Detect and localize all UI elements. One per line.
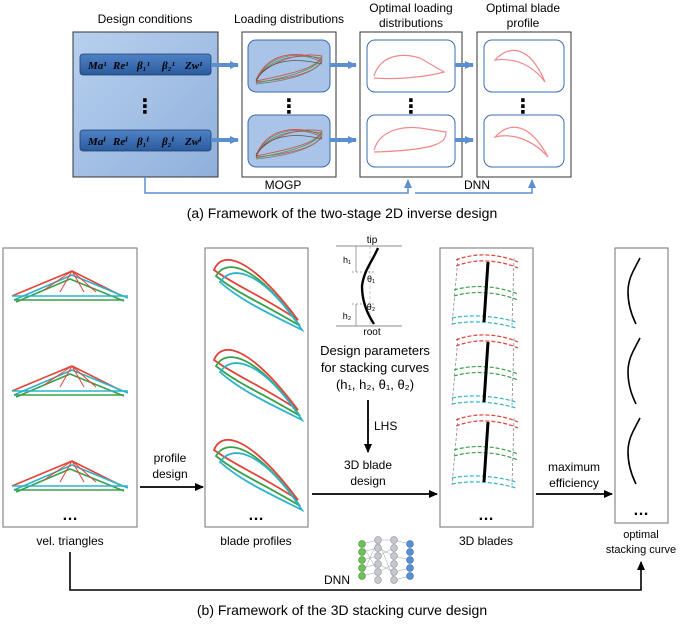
caption-a: (a) Framework of the two-stage 2D invers… [187, 205, 497, 221]
vdots-loading: ⋮ [279, 96, 299, 118]
header-design-conditions: Design conditions [98, 12, 193, 26]
param-zw-1: Zw¹ [184, 60, 202, 72]
param-h2: h₂ [343, 311, 352, 321]
ellipsis-blade-profiles: … [248, 507, 264, 524]
param-root: root [363, 327, 380, 338]
param-beta1-1: β₁¹ [136, 60, 150, 72]
optimal-loading-curve-n [373, 126, 447, 153]
loading-curves-n [255, 129, 323, 160]
max-efficiency-2: efficiency [549, 476, 599, 490]
blades3d-label: 3D blades [459, 534, 513, 548]
param-beta1-n: β₁ⁱ [136, 136, 149, 148]
loading-curves-1 [255, 54, 323, 85]
param-ma-n: Maⁱ [87, 136, 106, 148]
param-row-1: Ma¹ Re¹ β₁¹ β₂¹ Zw¹ [87, 60, 202, 72]
dnn-label-bottom: DNN [324, 573, 350, 587]
top-flow-arrows [211, 61, 474, 144]
optimal-stacking-panel [614, 247, 669, 524]
optimal-blade-plot-1 [483, 39, 565, 93]
optimal-stacking-1: optimal [623, 529, 658, 541]
vel-triangles-label: vel. triangles [36, 534, 103, 548]
mogp-label: MOGP [265, 178, 302, 192]
part-a: Design conditions Loading distributions … [72, 1, 572, 221]
optimal-loading-plot-1 [366, 39, 456, 93]
optimal-stacking-curves [627, 257, 641, 485]
blade-profiles-panel [204, 247, 309, 528]
param-theta1: θ₁ [367, 274, 375, 284]
dnn-label-top: DNN [464, 178, 490, 192]
param-re-1: Re¹ [112, 60, 129, 72]
param-zw-n: Zwⁱ [184, 136, 202, 148]
ellipsis-vel: … [62, 507, 78, 524]
mogp-dnn-lines [144, 177, 536, 194]
blade3d-group [451, 254, 519, 489]
vel-triangle-group [11, 270, 129, 493]
vel-triangles-panel [2, 247, 138, 528]
blade3d-design-2: design [350, 474, 385, 488]
vdots-design: ⋮ [135, 96, 155, 118]
vdots-optimal-blade: ⋮ [513, 96, 533, 118]
caption-b: (b) Framework of the 3D stacking curve d… [197, 602, 487, 618]
design-params-3: (h₁, h₂, θ₁, θ₂) [336, 377, 414, 392]
design-params-1: Design parameters [320, 343, 430, 358]
vdots-optimal-loading: ⋮ [401, 96, 421, 118]
blade-profiles-label: blade profiles [220, 534, 291, 548]
param-h1: h₁ [343, 255, 351, 265]
header-loading-distributions: Loading distributions [234, 12, 344, 26]
optimal-stacking-2: stacking curve [606, 544, 676, 556]
param-row-n: Maⁱ Reⁱ β₁ⁱ β₂ⁱ Zwⁱ [87, 136, 202, 148]
stacking-parameter-sketch [336, 245, 402, 327]
ellipsis-optimal-stacking: … [633, 502, 649, 519]
part-b: … vel. triangles profile design [2, 235, 676, 618]
optimal-blade-curve-1 [493, 49, 546, 83]
param-theta2: θ₂ [367, 302, 376, 312]
param-re-n: Reⁱ [112, 136, 128, 148]
max-efficiency-1: maximum [548, 460, 600, 474]
header-optimal-loading-2: distributions [379, 16, 443, 30]
ellipsis-blades3d: … [478, 507, 494, 524]
optimal-loading-curve-1 [373, 54, 446, 80]
profile-design-1: profile [154, 451, 187, 465]
design-params-2: for stacking curves [321, 360, 430, 375]
param-ma-1: Ma¹ [87, 60, 107, 72]
optimal-blade-plot-n [483, 114, 565, 168]
neural-network-icon [358, 536, 414, 584]
blade-profile-group [212, 258, 305, 513]
param-beta2-1: β₂¹ [161, 60, 175, 72]
optimal-blade-curve-n [493, 126, 549, 158]
param-tip: tip [367, 235, 378, 246]
header-optimal-blade-2: profile [507, 16, 540, 30]
param-beta2-n: β₂ⁱ [161, 136, 174, 148]
header-optimal-blade-1: Optimal blade [486, 1, 560, 15]
profile-design-2: design [152, 467, 187, 481]
header-optimal-loading-1: Optimal loading [369, 1, 452, 15]
blade3d-design-1: 3D blade [344, 458, 392, 472]
lhs-label: LHS [374, 419, 397, 433]
dnn-bottom-arrow [69, 552, 645, 591]
